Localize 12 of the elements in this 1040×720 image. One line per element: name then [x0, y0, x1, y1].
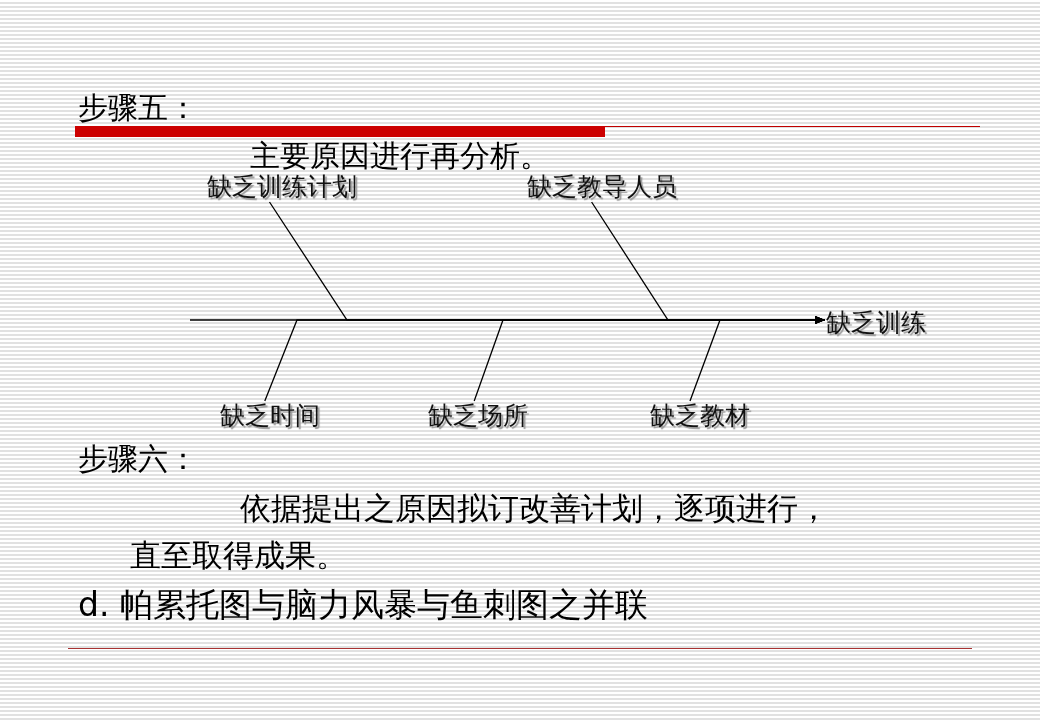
cause-label: 缺乏教材	[650, 402, 750, 430]
effect-label: 缺乏训练	[826, 309, 926, 337]
subheading-text: 主要原因进行再分析。	[250, 139, 550, 172]
section-heading: d. 帕累托图与脑力风暴与鱼刺图之并联	[78, 587, 648, 624]
cause-label: 缺乏训练计划	[207, 173, 357, 201]
arrow	[689, 316, 826, 402]
cause-label: 缺乏时间	[220, 402, 320, 430]
paragraph-text: 依据提出之原因拟订改善计划，逐项进行，直至取得成果。	[130, 489, 830, 575]
step-heading: 步骤五：	[78, 91, 198, 124]
cause-label: 缺乏场所	[428, 402, 528, 430]
step-heading: 步骤六：	[78, 442, 198, 475]
cause-label: 缺乏教导人员	[527, 173, 677, 201]
